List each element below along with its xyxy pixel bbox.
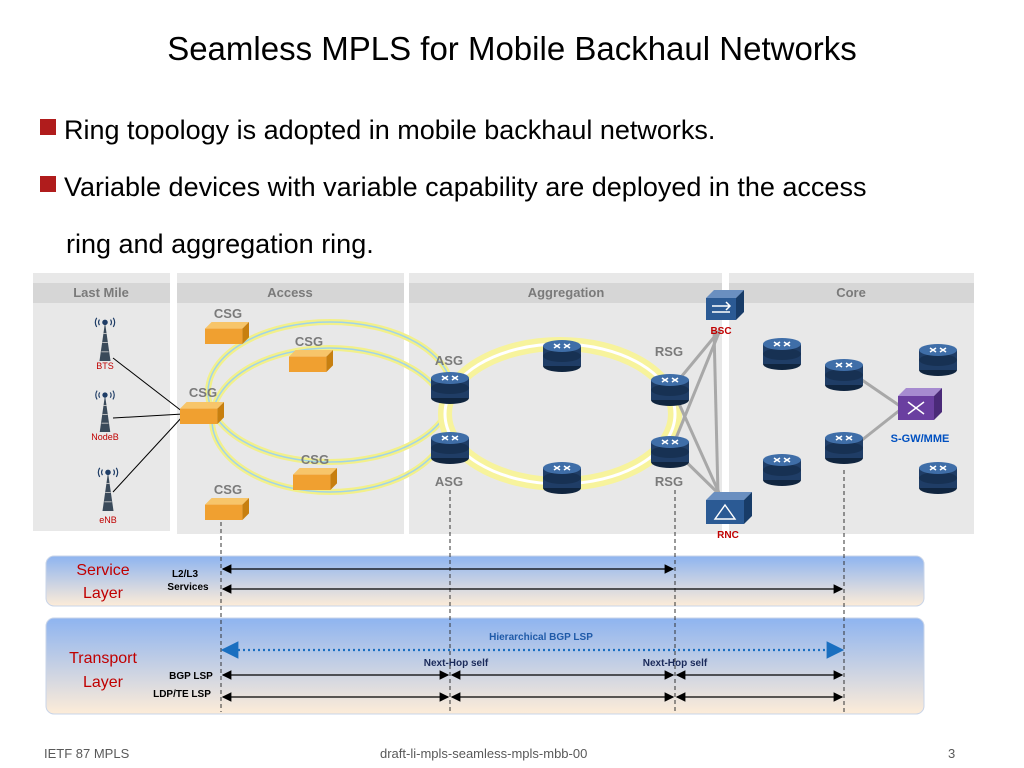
rsg-router-icon: [650, 435, 690, 469]
transport-layer-title-1: Transport: [69, 650, 137, 667]
enb-label: eNB: [99, 515, 117, 525]
csg-device-icon: [289, 350, 333, 372]
aggregation-router-icon: [542, 339, 582, 373]
transport-layer-panel: Transport Layer Hierarchical BGP LSP Nex…: [45, 617, 925, 715]
bsc-label: BSC: [710, 326, 731, 337]
dashed-guides: [220, 470, 845, 712]
core-router-icon: [762, 453, 802, 487]
transport-layer-title-2: Layer: [83, 674, 124, 691]
rnc-label: RNC: [717, 530, 739, 541]
bts-label: BTS: [96, 361, 114, 371]
zone-label-aggregation: Aggregation: [528, 285, 605, 300]
csg-label: CSG: [189, 385, 217, 400]
service-layer-title-2: Layer: [83, 585, 124, 602]
service-layer-panel: Service Layer L2/L3 Services: [45, 555, 925, 607]
asg-label: ASG: [435, 353, 463, 368]
csg-device-icon: [205, 498, 249, 520]
aggregation-router-icon: [542, 461, 582, 495]
asg-router-icon: [430, 371, 470, 405]
bullet-1: Ring topology is adopted in mobile backh…: [40, 102, 715, 159]
rnc-controller-icon: [706, 492, 752, 524]
core-router-icon: [918, 461, 958, 495]
bullet-square-icon: [40, 119, 56, 135]
slide-title: Seamless MPLS for Mobile Backhaul Networ…: [167, 30, 857, 67]
core-router-icon: [824, 431, 864, 465]
footer-center: draft-li-mpls-seamless-mpls-mbb-00: [380, 746, 588, 761]
bullet-square-icon: [40, 176, 56, 192]
core-router-icon: [762, 337, 802, 371]
asg-label: ASG: [435, 474, 463, 489]
zone-label-last-mile: Last Mile: [73, 285, 129, 300]
rsg-label: RSG: [655, 474, 683, 489]
bullet-2: Variable devices with variable capabilit…: [40, 159, 866, 216]
sgw-mme-label: S-GW/MME: [891, 433, 950, 445]
core-router-icon: [918, 343, 958, 377]
last-mile-links: [112, 357, 184, 493]
bgp-lsp-label: BGP LSP: [169, 671, 213, 682]
rsg-router-icon: [650, 373, 690, 407]
hierarchical-bgp-lsp-label: Hierarchical BGP LSP: [489, 632, 593, 643]
next-hop-self-label: Next-Hop self: [643, 658, 708, 669]
core-router-icon: [824, 358, 864, 392]
bullet-1-text: Ring topology is adopted in mobile backh…: [64, 115, 716, 145]
nodeb-label: NodeB: [91, 432, 119, 442]
bsc-switch-icon: [706, 290, 744, 320]
zone-label-access: Access: [267, 285, 313, 300]
page-number: 3: [948, 746, 956, 761]
zone-last-mile: Last Mile: [33, 273, 170, 531]
bullet-2-continuation: ring and aggregation ring.: [66, 229, 374, 259]
zone-label-core: Core: [836, 285, 866, 300]
next-hop-self-label: Next-Hop self: [424, 658, 489, 669]
services-label-2: Services: [167, 582, 209, 593]
rsg-label: RSG: [655, 344, 683, 359]
asg-router-icon: [430, 431, 470, 465]
csg-label: CSG: [301, 452, 329, 467]
csg-device-icon: [293, 468, 337, 490]
csg-device-icon: [180, 402, 224, 424]
csg-label: CSG: [295, 334, 323, 349]
csg-device-icon: [205, 322, 249, 344]
services-label-1: L2/L3: [172, 569, 199, 580]
bullet-2-text: Variable devices with variable capabilit…: [64, 172, 867, 202]
footer-left: IETF 87 MPLS: [44, 746, 130, 761]
ldp-te-lsp-label: LDP/TE LSP: [153, 689, 211, 700]
csg-label: CSG: [214, 306, 242, 321]
csg-label: CSG: [214, 482, 242, 497]
sgw-mme-icon: [898, 388, 942, 420]
service-layer-title-1: Service: [76, 562, 129, 579]
service-arrows: [221, 564, 844, 594]
